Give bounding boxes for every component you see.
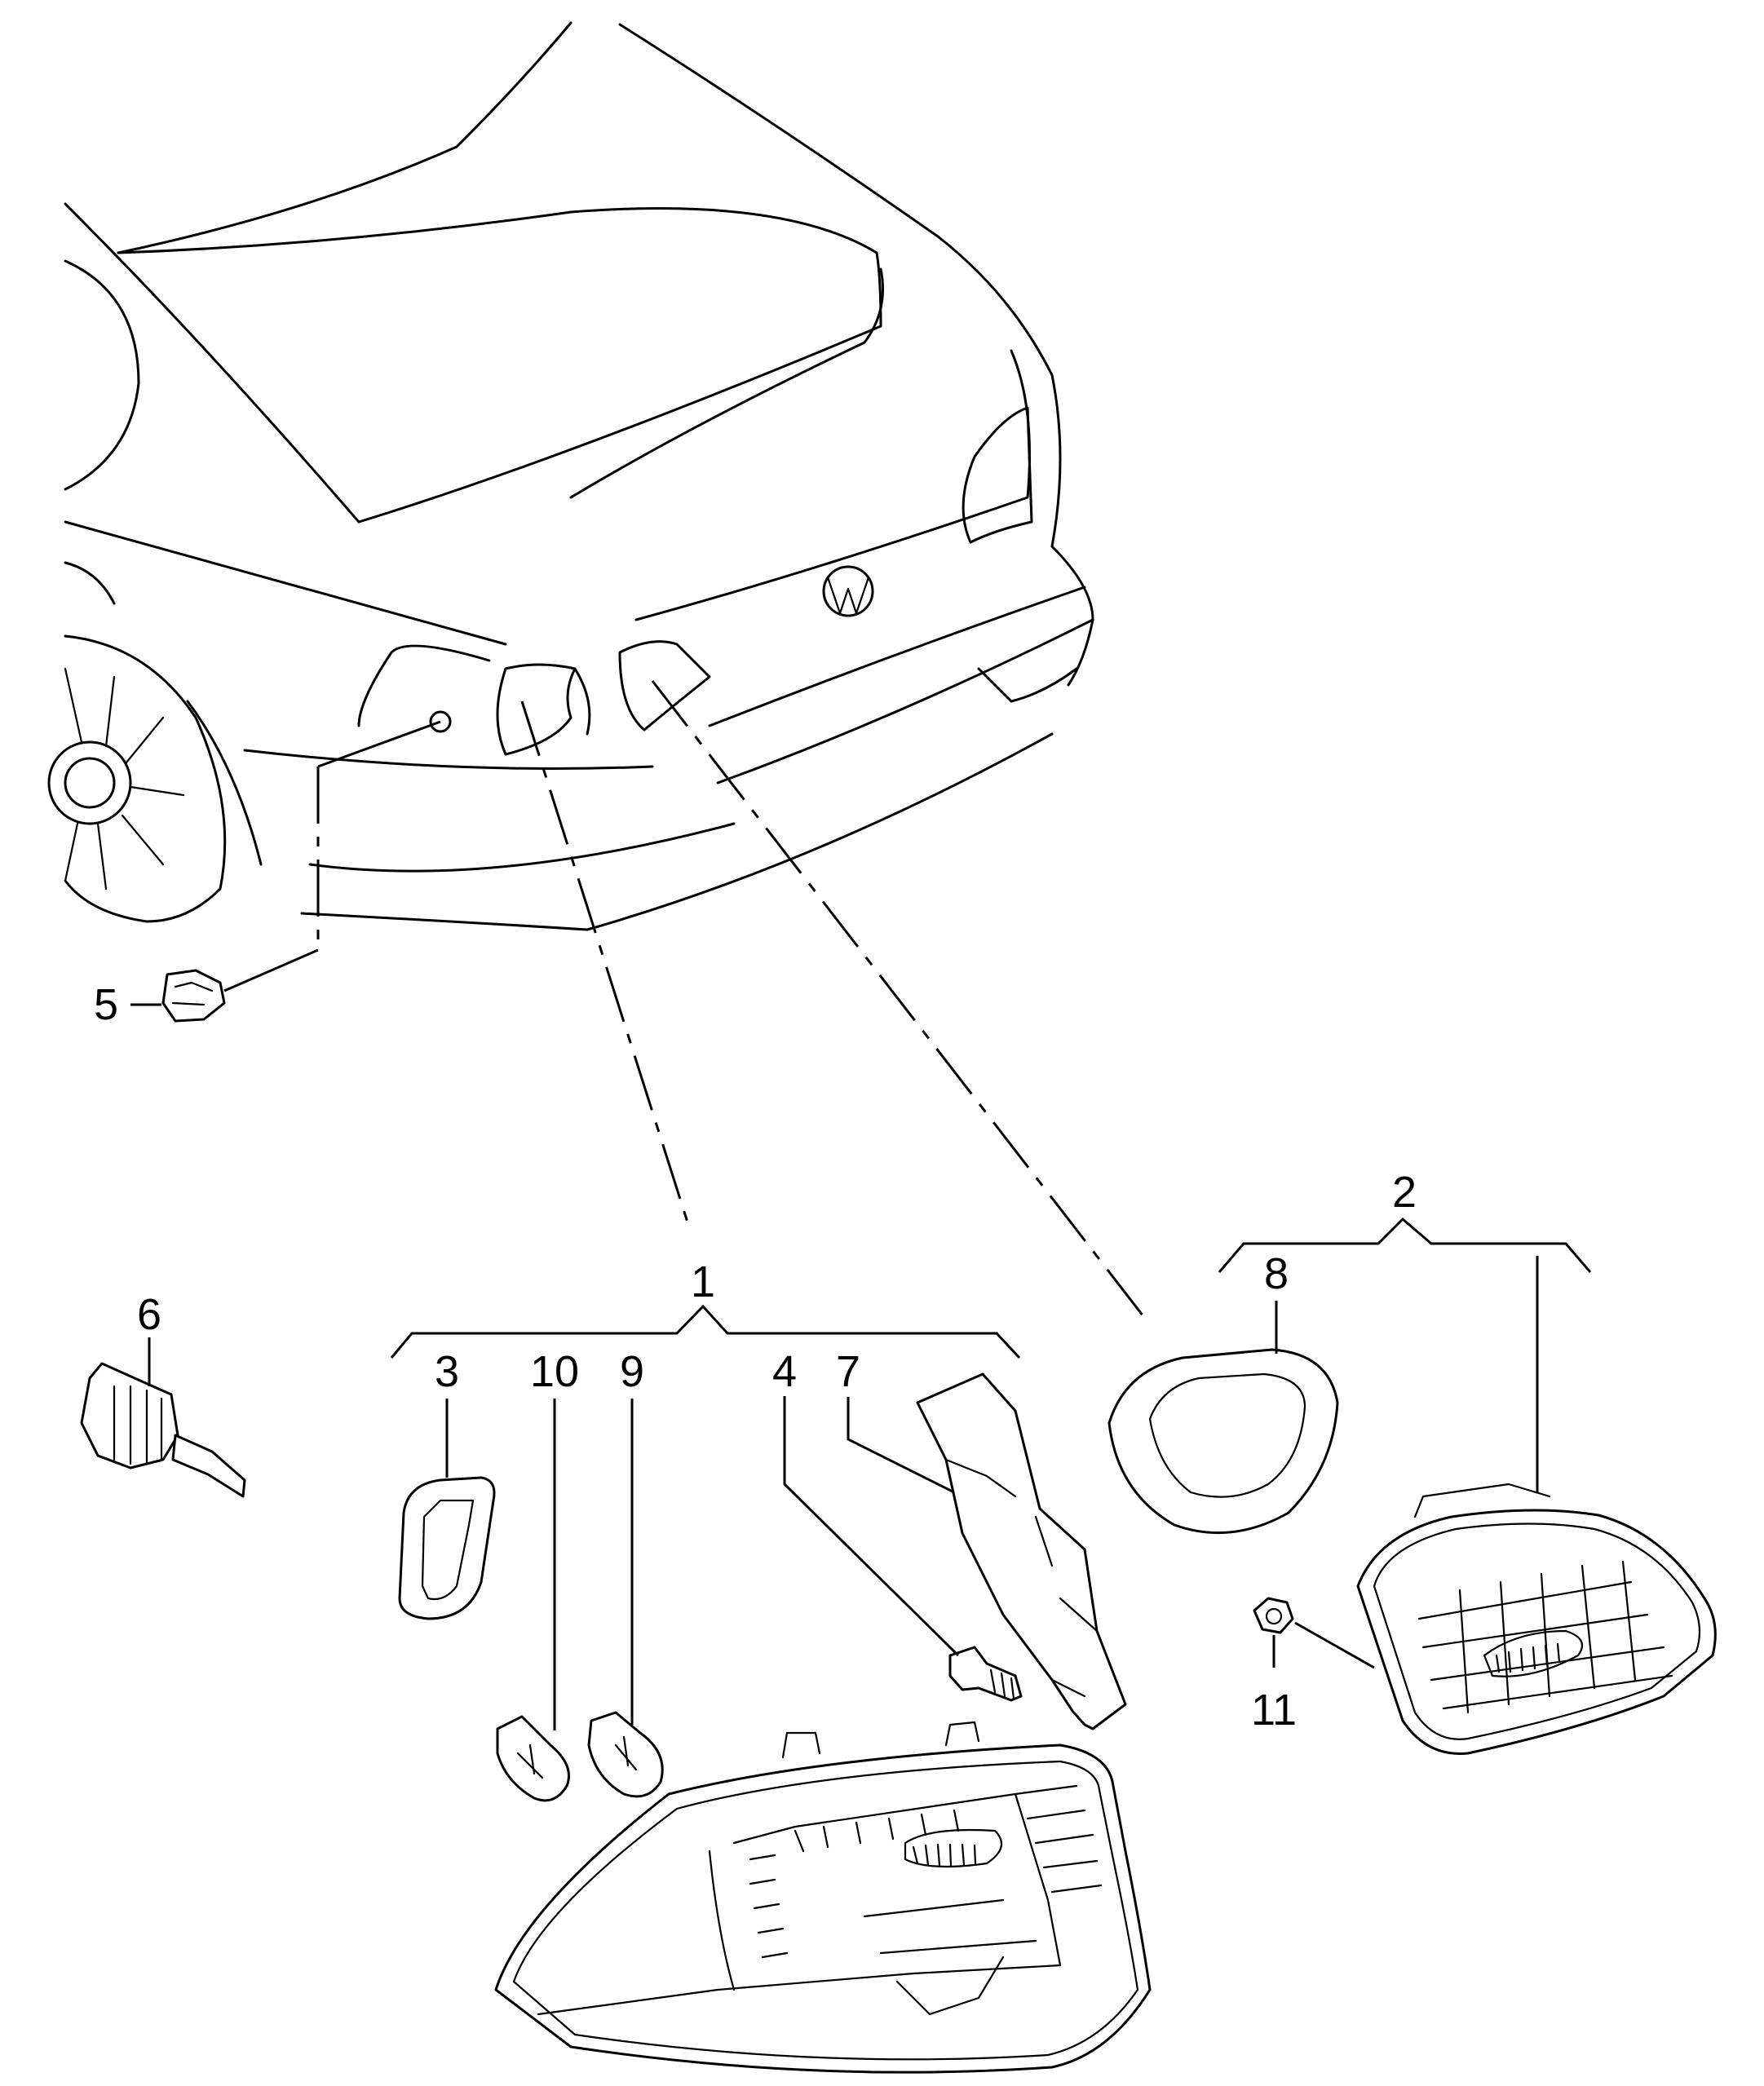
callout-11: 11 bbox=[1251, 1686, 1297, 1735]
callout-3: 3 bbox=[435, 1347, 459, 1396]
callout-1: 1 bbox=[691, 1257, 715, 1306]
inner-tail-light-part bbox=[1356, 1483, 1717, 1755]
callout-2: 2 bbox=[1392, 1168, 1417, 1217]
leader-11 bbox=[1294, 1621, 1375, 1669]
seal-part bbox=[398, 1476, 496, 1620]
leader-7 bbox=[847, 1397, 955, 1494]
callout-6: 6 bbox=[137, 1290, 161, 1339]
gasket-part bbox=[1107, 1348, 1339, 1535]
vw-logo bbox=[822, 565, 874, 617]
callout-5: 5 bbox=[94, 980, 118, 1029]
socket-part bbox=[80, 1362, 246, 1498]
callout-8: 8 bbox=[1264, 1249, 1289, 1298]
nut-part bbox=[1253, 1597, 1294, 1634]
cover-part bbox=[916, 1372, 1127, 1730]
screw-part bbox=[948, 1646, 1023, 1702]
callout-4: 4 bbox=[772, 1347, 797, 1396]
bulb-part-10 bbox=[496, 1715, 570, 1802]
car-body bbox=[47, 21, 1094, 931]
wheel bbox=[47, 667, 185, 891]
leader-4 bbox=[783, 1396, 960, 1657]
callout-labels: 1 2 3 4 5 6 7 8 9 10 11 bbox=[94, 980, 1417, 1735]
bracket-group-2 bbox=[1218, 1217, 1592, 1273]
callout-9: 9 bbox=[620, 1347, 644, 1396]
bulb-part-9 bbox=[587, 1711, 664, 1798]
clip-part bbox=[161, 969, 226, 1023]
callout-7: 7 bbox=[836, 1347, 860, 1396]
bracket-group-1 bbox=[390, 1304, 1021, 1359]
location-lines bbox=[223, 680, 1147, 1320]
callout-10: 10 bbox=[530, 1347, 579, 1396]
outer-tail-light-part bbox=[494, 1721, 1152, 2074]
